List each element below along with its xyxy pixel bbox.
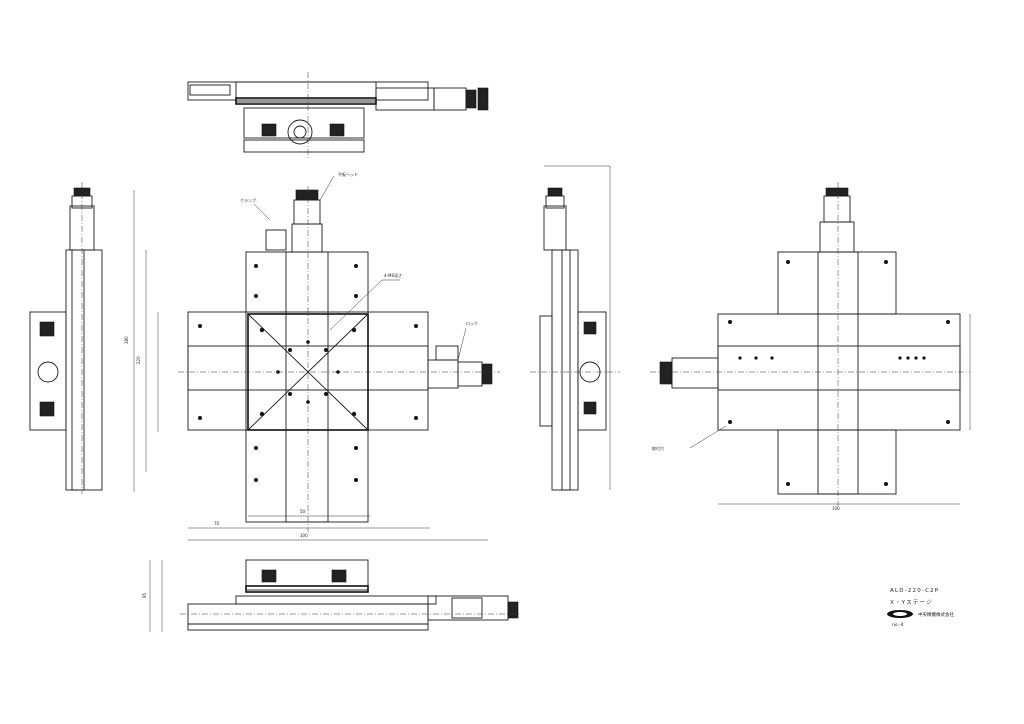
note-lock: ロック bbox=[466, 320, 478, 326]
bottom-front-view: 95 bbox=[142, 559, 520, 632]
main-plan-view bbox=[133, 175, 500, 541]
note-micrometer-head: 平板ヘッド bbox=[338, 171, 358, 177]
dim-side-70: 70 bbox=[214, 521, 220, 526]
dim-right-pitch: 100 bbox=[832, 506, 840, 511]
company-name: 中央精機株式会社 bbox=[918, 611, 954, 618]
dim-220: 220 bbox=[136, 356, 141, 364]
sheet-number: no.-4 bbox=[892, 622, 904, 628]
dim-height-95: 95 bbox=[142, 592, 147, 598]
dim-pitch-100: 100 bbox=[300, 533, 308, 538]
far-right-plan-view: 取付穴 100 bbox=[650, 182, 971, 511]
top-view bbox=[187, 72, 489, 160]
right-side-view bbox=[530, 165, 620, 491]
company-logo bbox=[887, 610, 913, 618]
left-side-view bbox=[29, 182, 103, 494]
note-mount-holes: 取付穴 bbox=[652, 445, 664, 451]
note-tapped-holes: 4-M6深さ bbox=[384, 272, 402, 278]
dim-pitch-50: 50 bbox=[300, 509, 306, 514]
dim-overall: 380 bbox=[124, 336, 129, 344]
model-number: ALD-220-C2P bbox=[890, 588, 939, 594]
note-clamp: クランプ bbox=[240, 197, 256, 203]
product-name: X・Yステージ bbox=[890, 599, 933, 606]
title-block: ALD-220-C2P X・Yステージ 中央精機株式会社 no.-4 bbox=[887, 588, 954, 628]
